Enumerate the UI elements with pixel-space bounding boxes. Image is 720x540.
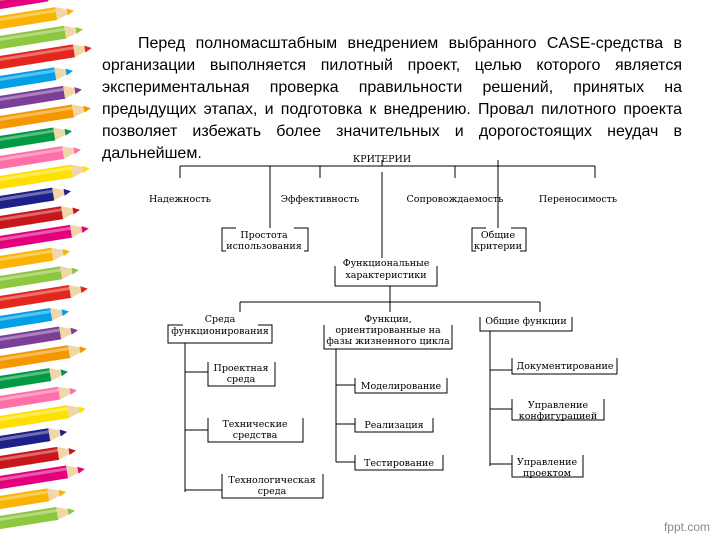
tech-env-line2: среда (258, 486, 287, 497)
intro-paragraph: Перед полномасштабным внедрением выбранн… (102, 35, 682, 162)
functional-line1: Функциональные (343, 258, 430, 269)
functional-line2: характеристики (345, 270, 426, 281)
pencil (0, 7, 74, 30)
tech-env-line1: Технологическая (228, 475, 315, 486)
pencil (0, 127, 73, 150)
pencil (0, 465, 85, 490)
hw-tools-line2: средства (233, 430, 278, 441)
pencil (0, 428, 68, 450)
modeling-label: Моделирование (361, 381, 442, 392)
general-functions-label: Общие функции (485, 316, 566, 327)
criterion-portability: Переносимость (539, 194, 617, 205)
project-env-line1: Проектная (214, 363, 269, 374)
root-criteria-label: КРИТЕРИИ (353, 154, 411, 165)
ease-of-use-line2: использования (226, 241, 301, 252)
pencil (0, 44, 92, 70)
general-criteria-line1: Общие (481, 230, 516, 241)
pencil (0, 488, 67, 510)
criterion-efficiency: Эффективность (281, 194, 359, 205)
pencil (0, 446, 76, 470)
pencil (0, 368, 69, 390)
lifecycle-functions-line1: Функции, (364, 314, 412, 325)
criterion-maintainability: Сопровождаемость (407, 194, 504, 205)
hw-tools-line1: Технические (222, 419, 287, 430)
ease-of-use-line1: Простота (240, 230, 288, 241)
pencil (0, 405, 86, 430)
pencil (0, 224, 89, 250)
project-env-line2: среда (227, 374, 256, 385)
pencil (0, 266, 79, 290)
pencil (0, 326, 78, 350)
environment-line2: функционирования (171, 326, 269, 337)
implementation-label: Реализация (364, 420, 423, 431)
lifecycle-functions-line3: фазы жизненного цикла (326, 336, 450, 347)
documenting-label: Документирование (517, 361, 614, 372)
project-mgmt-line1: Управление (517, 457, 578, 468)
pencil (0, 386, 77, 410)
pencil (0, 345, 87, 370)
pencil (0, 507, 75, 530)
general-criteria-line2: критерии (474, 241, 522, 252)
criterion-reliability: Надежность (149, 194, 211, 205)
project-mgmt-line2: проектом (523, 468, 572, 479)
pencil (0, 307, 70, 330)
pencil (0, 247, 71, 270)
pencil (0, 146, 81, 170)
diagram-connectors (167, 160, 618, 499)
pencil (0, 187, 72, 210)
pencil (0, 104, 91, 130)
environment-line1: Среда (205, 314, 236, 325)
config-mgmt-line1: Управление (528, 400, 589, 411)
pencil (0, 206, 80, 230)
lifecycle-functions-line2: ориентированные на (335, 325, 441, 336)
pencil (0, 25, 83, 50)
pencil (0, 85, 82, 110)
watermark: fppt.com (663, 520, 710, 534)
pencil-border-illustration (0, 0, 92, 530)
testing-label: Тестирование (364, 458, 434, 469)
pencil (0, 284, 88, 310)
config-mgmt-line2: конфигурацией (519, 411, 597, 422)
pencil (0, 67, 74, 90)
pencil (0, 0, 66, 10)
pencil (0, 164, 90, 190)
